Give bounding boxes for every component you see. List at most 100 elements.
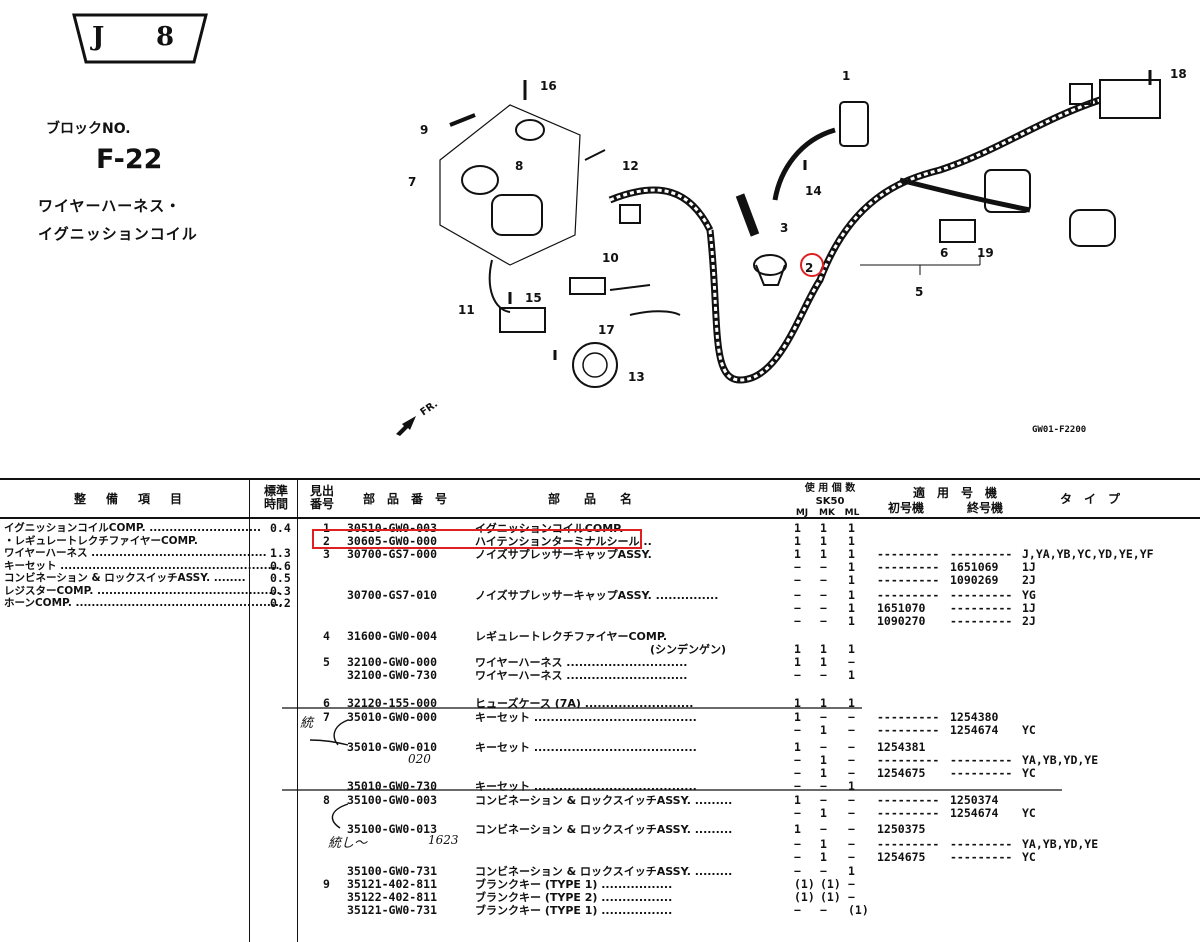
highlight-circle-callout-2: [800, 253, 824, 277]
callout-13: 13: [628, 370, 645, 384]
row-qty-mk: −: [820, 793, 827, 807]
row-start-no: 1090270: [877, 614, 926, 628]
row-ref-no: 6: [323, 696, 330, 710]
header-standard-time: 標準 時間: [263, 484, 288, 511]
row-qty-mk: 1: [820, 837, 827, 851]
callout-3: 3: [780, 221, 788, 235]
row-part-no: 35121-402-811: [347, 877, 438, 891]
row-qty-mk: 1: [820, 766, 827, 780]
callout-11: 11: [458, 303, 475, 317]
callout-7: 7: [408, 175, 416, 189]
service-item-name: ワイヤーハーネス ...............................…: [4, 547, 267, 559]
section-name: ワイヤーハーネス・ イグニッションコイル: [38, 192, 198, 248]
row-qty-mk: 1: [820, 521, 827, 535]
row-part-no: 35010-GW0-000: [347, 710, 438, 724]
table-header-rule: [0, 517, 1200, 519]
row-qty-mk: −: [820, 588, 827, 602]
row-qty-mj: 1: [794, 740, 801, 754]
row-qty-ml: 1: [848, 614, 855, 628]
row-part-no: 35100-GW0-731: [347, 864, 438, 878]
handwritten-note: 1623: [428, 833, 459, 847]
row-qty-ml: 1: [848, 779, 855, 793]
row-qty-mj: −: [794, 723, 801, 737]
row-part-no: 35121-GW0-731: [347, 903, 438, 917]
row-part-no: 32100-GW0-000: [347, 655, 438, 669]
row-ref-no: 9: [323, 877, 330, 891]
col-divider: [297, 478, 298, 942]
table-top-rule: [0, 478, 1200, 480]
callout-8: 8: [515, 159, 523, 173]
row-ref-no: 5: [323, 655, 330, 669]
row-qty-mj: −: [794, 837, 801, 851]
row-part-name: ヒューズケース (7A) ..........................: [475, 697, 694, 710]
row-qty-mj: −: [794, 850, 801, 864]
row-start-no: 1254675: [877, 850, 926, 864]
row-qty-ml: 1: [848, 560, 855, 574]
header-qty: 使 用 個 数: [804, 483, 856, 494]
row-qty-ml: −: [848, 793, 855, 807]
row-qty-mk: 1: [820, 534, 827, 548]
row-type: YC: [1022, 806, 1036, 820]
header-end-no: 終号機: [966, 501, 1003, 515]
row-qty-mk: 1: [820, 655, 827, 669]
row-qty-mj: (1): [794, 890, 815, 904]
row-part-name: コンビネーション & ロックスイッチASSY. .........: [475, 823, 733, 836]
row-part-name: コンビネーション & ロックスイッチASSY. .........: [475, 865, 733, 878]
row-qty-mj: −: [794, 573, 801, 587]
row-part-no: 35100-GW0-003: [347, 793, 438, 807]
row-end-no: 1254674: [950, 723, 999, 737]
service-item-name: ホーンCOMP. ...............................…: [4, 597, 283, 609]
row-qty-mk: 1: [820, 642, 827, 656]
row-qty-ml: −: [848, 655, 855, 669]
row-qty-mk: 1: [820, 850, 827, 864]
row-part-name: キーセット ..................................…: [475, 741, 697, 754]
row-part-name: イグニッションコイルCOMP.: [475, 522, 624, 535]
row-qty-mj: (1): [794, 877, 815, 891]
row-qty-mk: 1: [820, 547, 827, 561]
row-qty-mk: −: [820, 710, 827, 724]
row-qty-mj: 1: [794, 822, 801, 836]
row-qty-mk: −: [820, 601, 827, 615]
row-qty-ml: 1: [848, 642, 855, 656]
row-ref-no: 7: [323, 710, 330, 724]
row-qty-ml: 1: [848, 588, 855, 602]
row-qty-ml: 1: [848, 601, 855, 615]
row-type: YA,YB,YD,YE: [1022, 837, 1099, 851]
header-qty-model: SK50: [815, 496, 845, 507]
handwritten-note: 統: [300, 716, 314, 731]
block-number: F-22: [96, 144, 163, 175]
callout-1: 1: [842, 69, 850, 83]
row-part-name: ノイズサプレッサーキャップASSY.: [475, 548, 652, 561]
row-qty-mk: −: [820, 864, 827, 878]
row-qty-ml: −: [848, 806, 855, 820]
row-part-no: 30700-GS7-010: [347, 588, 438, 602]
row-qty-mj: 1: [794, 710, 801, 724]
header-applicable: 適 用 号 機: [912, 486, 997, 500]
row-part-name: ブランクキー (TYPE 1) .................: [475, 878, 673, 891]
row-part-name: ブランクキー (TYPE 2) .................: [475, 891, 673, 904]
service-item-name: レジスターCOMP. .............................…: [4, 584, 281, 597]
tab-letter: J: [92, 22, 105, 52]
row-end-no: ---------: [950, 850, 1013, 864]
row-qty-ml: −: [848, 837, 855, 851]
exploded-diagram: 1 2 3 5 6 7 8 9 10 11 12 13 14 15 16 17 …: [408, 67, 1187, 388]
row-qty-mk: −: [820, 668, 827, 682]
row-end-no: ---------: [950, 547, 1013, 561]
row-start-no: 1250375: [877, 822, 926, 836]
row-qty-ml: −: [848, 890, 855, 904]
row-qty-ml: −: [848, 723, 855, 737]
row-start-no: ---------: [877, 723, 940, 737]
row-start-no: ---------: [877, 710, 940, 724]
service-item-name: キーセット ..................................…: [4, 559, 280, 572]
highlight-box-row-2: [312, 529, 642, 549]
row-part-no: 32100-GW0-730: [347, 668, 438, 682]
row-part-name: ハイテンションターミナルシール ..: [475, 535, 652, 548]
row-part-name: ワイヤーハーネス .............................: [475, 669, 688, 682]
row-start-no: 1651070: [877, 601, 926, 615]
service-item-time: 0.2: [270, 596, 291, 610]
row-part-name: コンビネーション & ロックスイッチASSY. .........: [475, 794, 733, 807]
row-ref-no: 2: [323, 534, 330, 548]
row-start-no: ---------: [877, 806, 940, 820]
service-item-name: コンビネーション & ロックスイッチASSY. ........: [4, 572, 246, 584]
